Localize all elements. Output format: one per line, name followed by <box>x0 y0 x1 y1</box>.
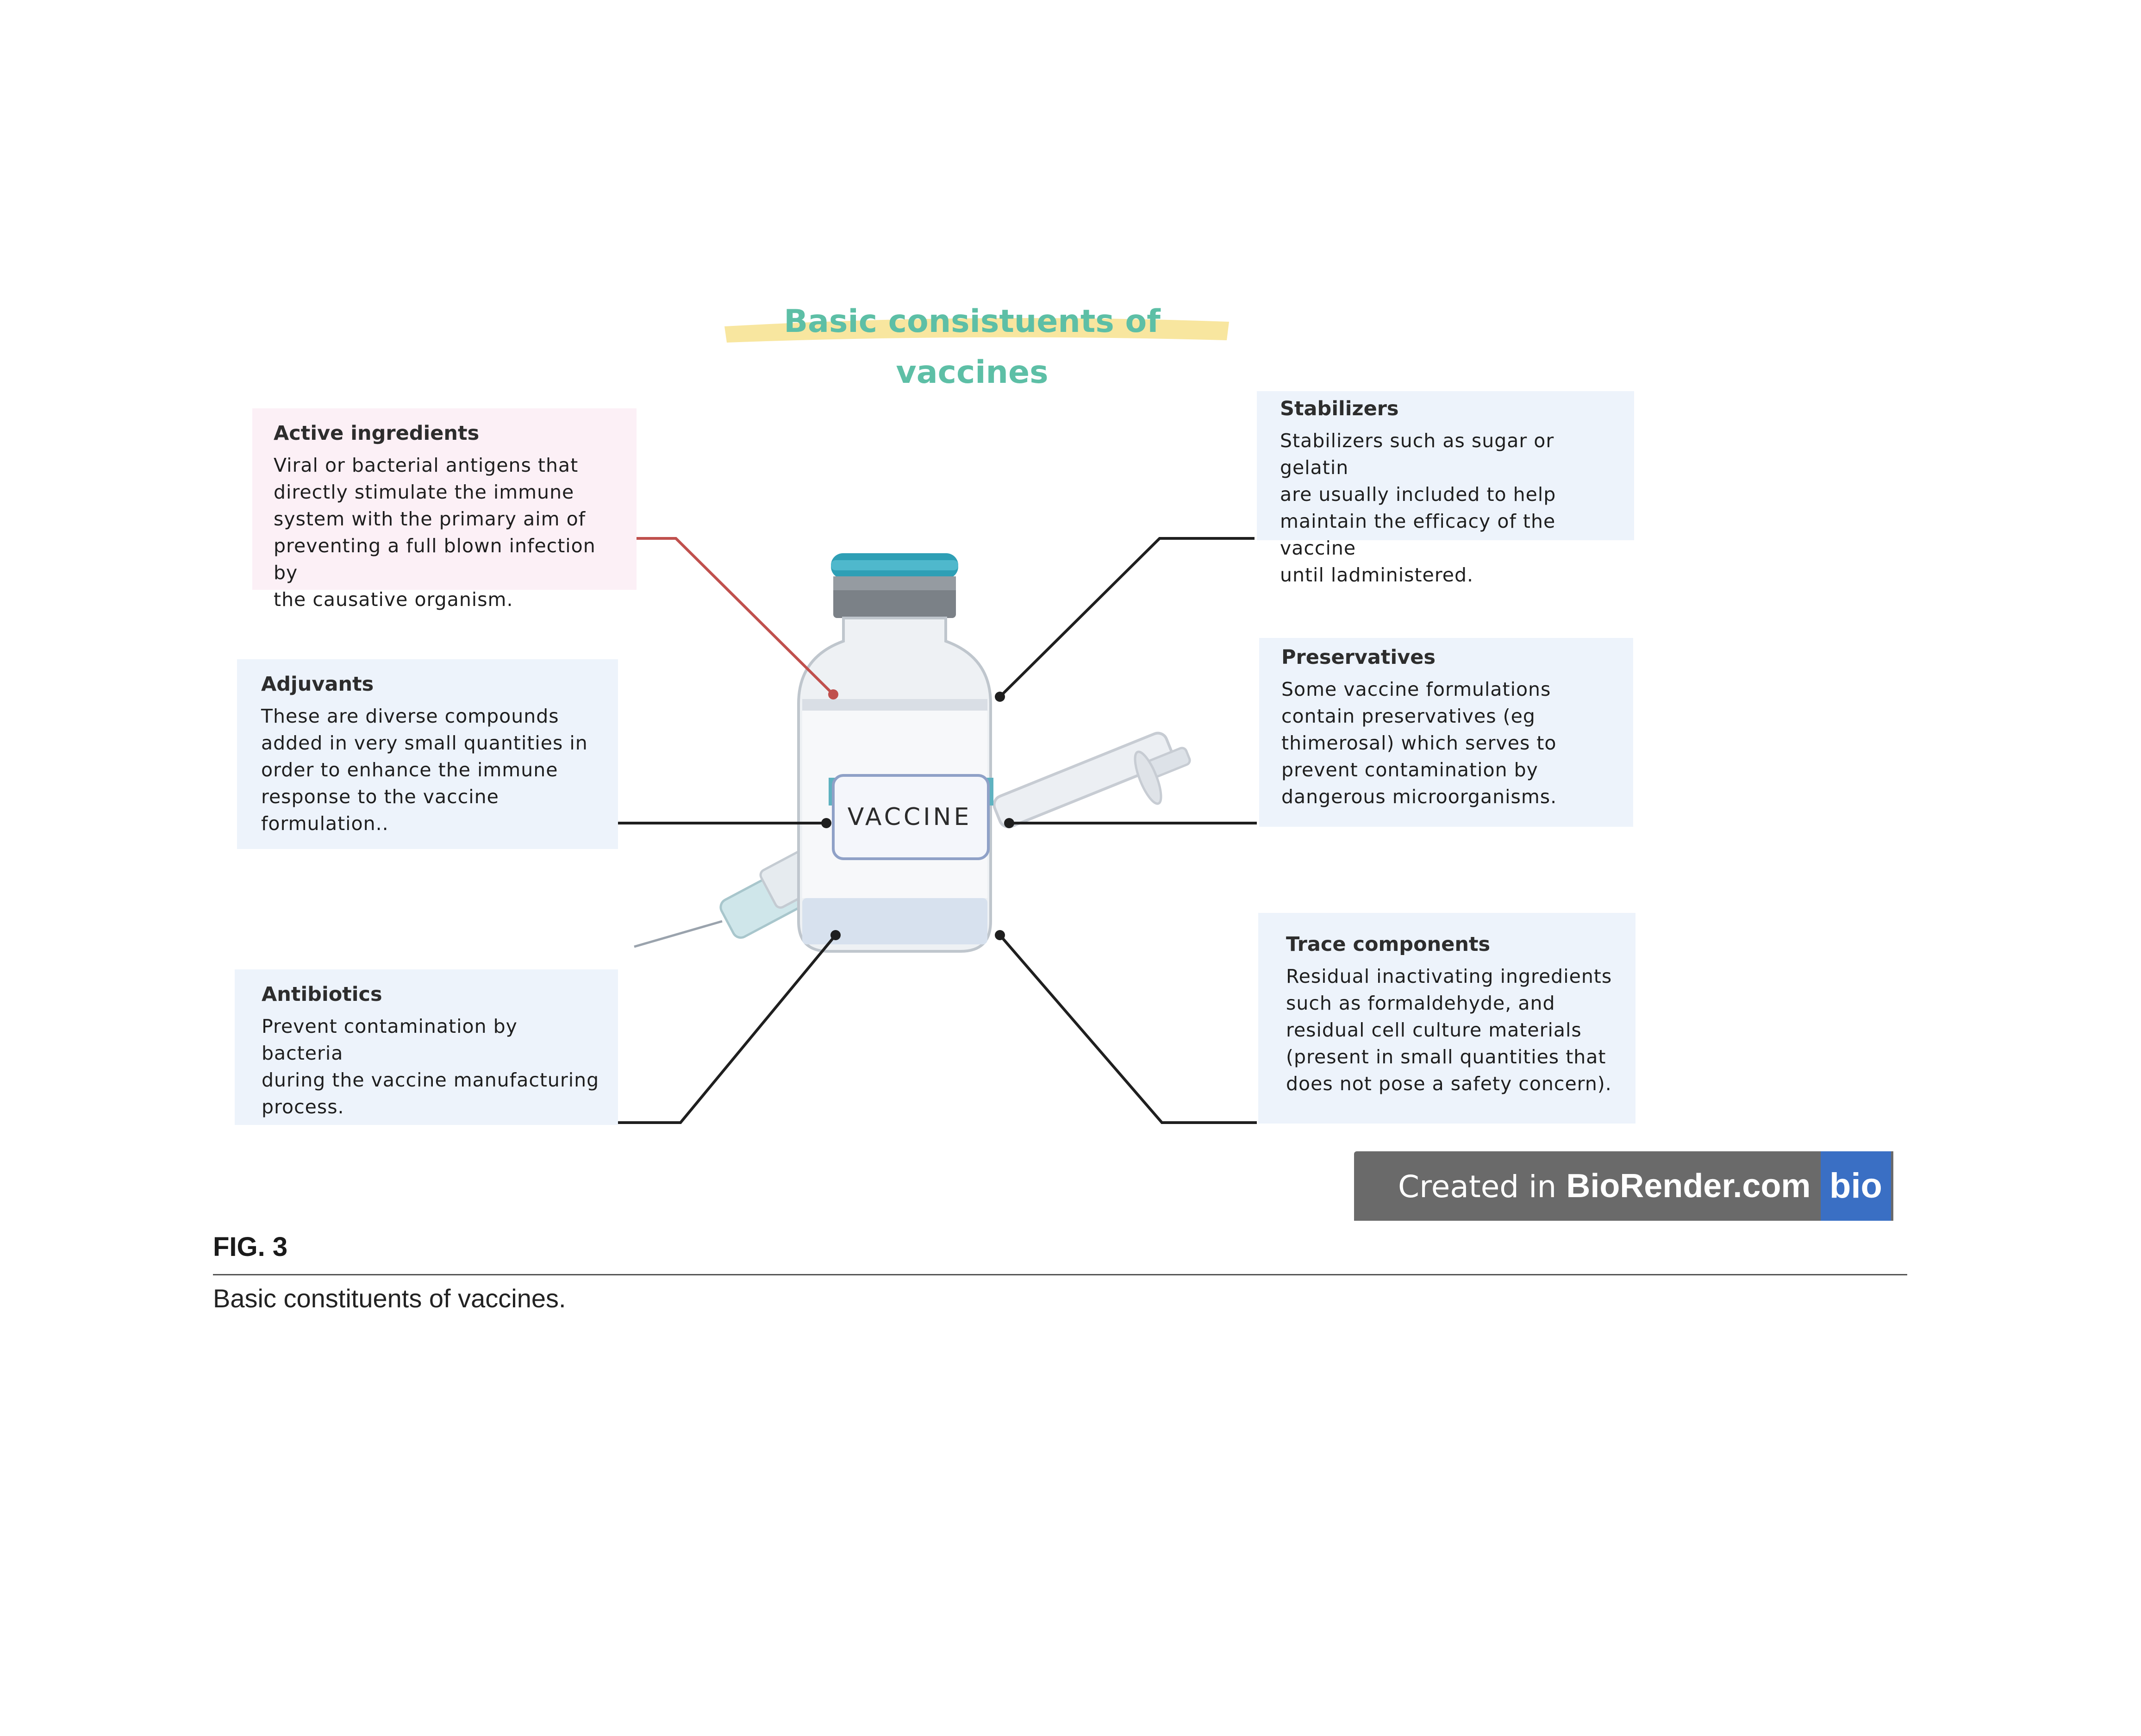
box-line: order to enhance the immune <box>261 759 558 781</box>
box-line: thimerosal) which serves to <box>1281 732 1557 754</box>
box-line: contain preservatives (eg <box>1281 705 1536 727</box>
box-heading: Active ingredients <box>274 422 480 445</box>
box-line: (present in small quantities that <box>1286 1046 1606 1068</box>
box-line: such as formaldehyde, and <box>1286 992 1555 1014</box>
box-line: response to the vaccine <box>261 786 499 808</box>
title-highlight <box>724 318 1229 343</box>
box-line: system with the primary aim of <box>274 508 586 530</box>
box-line: Residual inactivating ingredients <box>1286 965 1612 987</box>
box-preservatives: Preservatives Some vaccine formulations … <box>1259 638 1633 827</box>
connector-trace <box>995 930 1257 1124</box>
box-line: Some vaccine formulations <box>1281 678 1551 700</box>
box-line: Stabilizers such as sugar or gelatin <box>1280 430 1554 479</box>
vial-label: VACCINE <box>847 803 972 831</box>
box-heading: Trace components <box>1286 933 1491 956</box>
box-line: dangerous microorganisms. <box>1281 786 1557 808</box>
connector-stabilizers <box>995 537 1255 702</box>
box-line: process. <box>262 1096 344 1118</box>
box-line: preventing a full blown infection by <box>274 535 596 584</box>
diagram-title: Basic consistuents of vaccines <box>784 303 1161 391</box>
box-heading: Preservatives <box>1281 646 1436 669</box>
box-heading: Adjuvants <box>261 673 374 696</box>
biorender-logo: bio <box>1821 1151 1891 1221</box>
biorender-watermark: Created in BioRender.com <box>1354 1151 1893 1221</box>
box-active-ingredients: Active ingredients Viral or bacterial an… <box>252 408 637 611</box>
figure-divider <box>213 1274 1907 1275</box>
box-stabilizers: Stabilizers Stabilizers such as sugar or… <box>1257 391 1634 586</box>
watermark-prefix: Created in <box>1398 1169 1567 1205</box>
watermark-brand: BioRender.com <box>1566 1168 1811 1205</box>
box-line: during the vaccine manufacturing <box>262 1069 599 1091</box>
box-line: are usually included to help <box>1280 483 1556 506</box>
box-line: directly stimulate the immune <box>274 481 574 503</box>
box-trace-components: Trace components Residual inactivating i… <box>1258 913 1635 1124</box>
box-antibiotics: Antibiotics Prevent contamination by bac… <box>235 969 618 1125</box>
vaccine-vial-icon <box>797 553 993 953</box>
box-line: the causative organism. <box>274 588 513 611</box>
box-heading: Stabilizers <box>1280 397 1399 420</box>
box-line: added in very small quantities in <box>261 732 588 754</box>
connector-active <box>634 537 838 699</box>
syringe-right-icon <box>992 731 1191 829</box>
box-line: formulation.. <box>261 812 389 835</box>
box-line: does not pose a safety concern). <box>1286 1073 1612 1095</box>
watermark-text: Created in BioRender.com <box>1398 1151 1810 1221</box>
box-line: until ladministered. <box>1280 564 1474 586</box>
box-line: residual cell culture materials <box>1286 1019 1582 1041</box>
figure-caption: Basic constituents of vaccines. <box>213 1284 566 1313</box>
box-line: Prevent contamination by bacteria <box>262 1015 518 1064</box>
box-line: prevent contamination by <box>1281 759 1538 781</box>
connector-adjuvants <box>618 818 831 828</box>
box-line: These are diverse compounds <box>261 705 559 727</box>
figure-label: FIG. 3 <box>213 1232 288 1262</box>
box-adjuvants: Adjuvants These are diverse compounds ad… <box>237 659 618 849</box>
connector-preservatives <box>1004 818 1257 828</box>
box-heading: Antibiotics <box>262 983 382 1006</box>
box-line: maintain the efficacy of the vaccine <box>1280 510 1556 559</box>
box-line: Viral or bacterial antigens that <box>274 454 579 476</box>
connector-antibiotics <box>618 930 841 1124</box>
